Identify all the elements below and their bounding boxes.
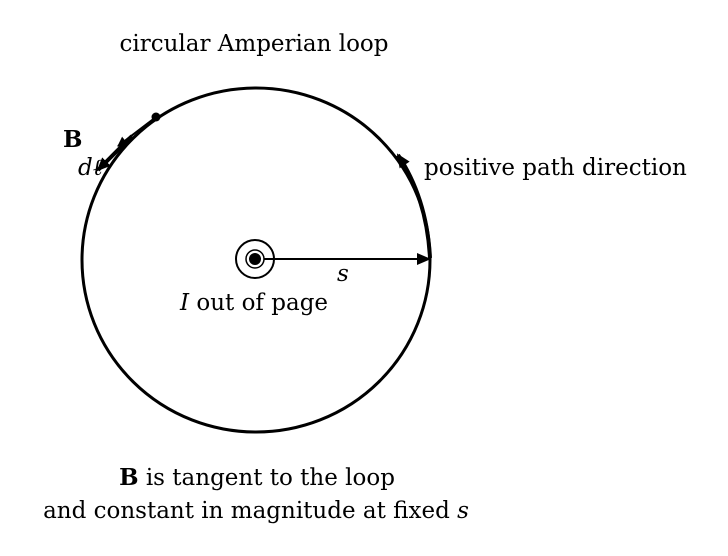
caption-line-2-text: and constant in magnitude at fixed: [43, 498, 457, 524]
current-text: out of page: [189, 290, 328, 316]
loop-label: circular Amperian loop: [119, 31, 388, 57]
current-symbol: I: [179, 290, 190, 316]
field-label: B: [63, 126, 82, 153]
caption-line-2: and constant in magnitude at fixed s: [43, 498, 469, 524]
dl-element-arrow: [96, 134, 134, 172]
current-label: I out of page: [179, 290, 328, 316]
path-direction-arrow: [396, 153, 432, 259]
caption-field-symbol: B: [119, 464, 138, 491]
caption-radius-symbol: s: [457, 498, 469, 524]
direction-label: positive path direction: [424, 155, 687, 181]
element-label: dℓ: [78, 155, 103, 181]
caption-line-1-text: is tangent to the loop: [139, 465, 395, 491]
current-symbol-dot: [249, 253, 261, 265]
radius-label: s: [337, 261, 349, 287]
caption-line-1: B is tangent to the loop: [119, 464, 395, 491]
